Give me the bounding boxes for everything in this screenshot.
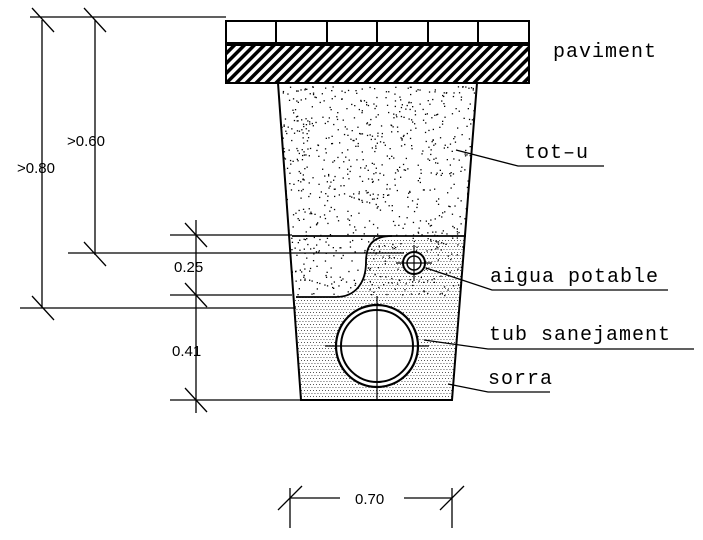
- label-tot-u: tot–u: [524, 142, 589, 165]
- dim-label-depth-pipe: >0.60: [67, 133, 105, 150]
- label-sorra: sorra: [488, 368, 553, 391]
- fill-boundary-curve: [296, 235, 393, 298]
- dim-label-band-sand: 0.41: [172, 343, 201, 360]
- dim-label-band-water: 0.25: [174, 259, 203, 276]
- dim-label-width: 0.70: [355, 491, 384, 508]
- leader-tot-u: [455, 149, 604, 167]
- label-paviment: paviment: [553, 41, 657, 64]
- dimension-bands: [170, 220, 301, 413]
- water-pipe-symbol: [396, 245, 432, 281]
- label-tub-sanejament: tub sanejament: [489, 324, 671, 347]
- paving-slabs: [225, 20, 530, 44]
- sewer-pipe-symbol: [325, 296, 429, 400]
- dim-label-depth-total: >0.80: [17, 160, 55, 177]
- trench-outline: [276, 82, 479, 401]
- pavement-base-hatched: [225, 44, 530, 84]
- leader-sorra: [447, 383, 550, 393]
- dimension-depth-total: [20, 7, 296, 321]
- leader-tub-sanejament: [423, 339, 694, 350]
- label-aigua-potable: aigua potable: [490, 266, 659, 289]
- tot-u-fill: [278, 83, 477, 297]
- leader-aigua-potable: [425, 267, 668, 291]
- dimension-width: [277, 485, 465, 528]
- dimension-depth-pipe: [68, 7, 404, 267]
